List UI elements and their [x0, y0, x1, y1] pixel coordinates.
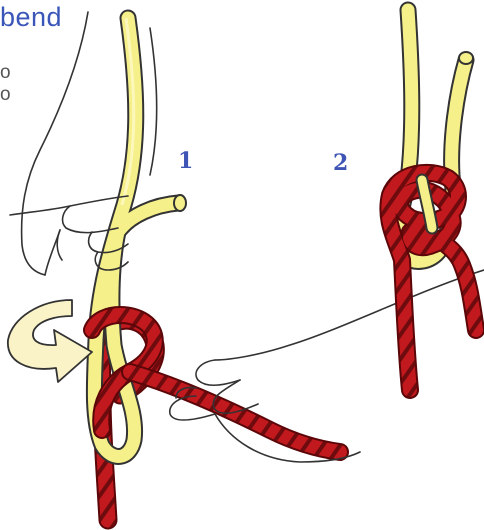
subtitle-line-2: o [0, 84, 11, 106]
title-fragment: bend [0, 2, 62, 33]
hand-icon [170, 270, 484, 462]
curved-arrow-icon [8, 300, 92, 382]
subtitle-line-1: o [0, 62, 11, 84]
step-number-1: 1 [178, 148, 193, 174]
figure-2 [388, 10, 476, 390]
step-number-2: 2 [333, 150, 348, 176]
